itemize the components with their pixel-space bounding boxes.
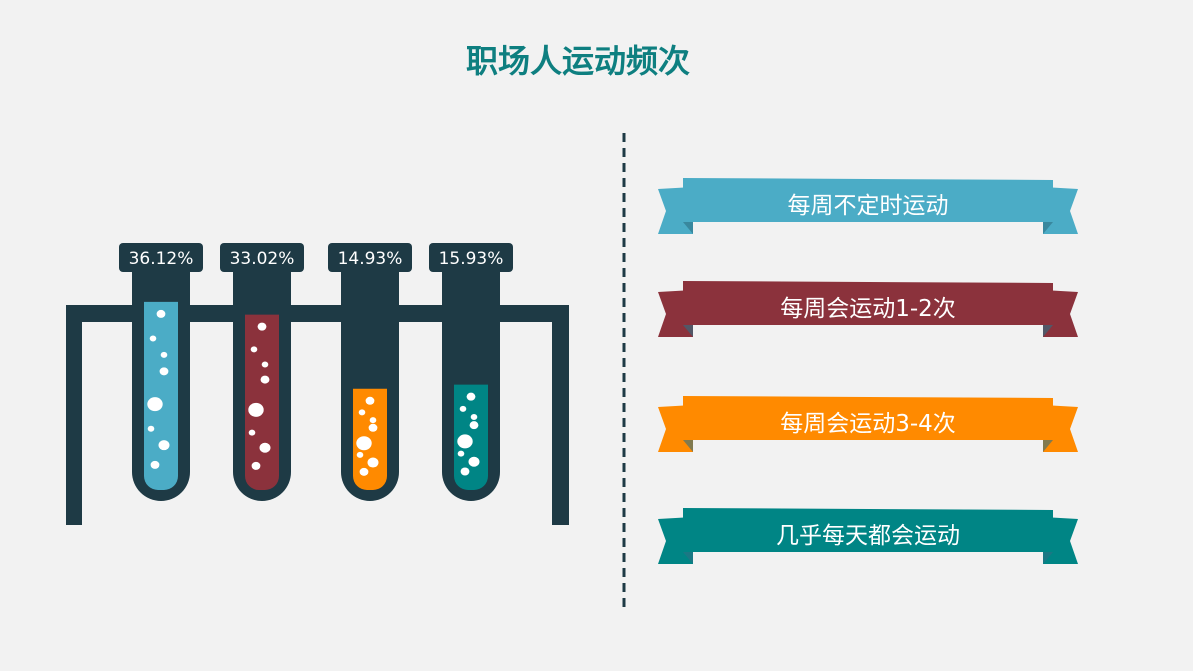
liquid-bar [144,301,178,490]
bubble [457,450,465,457]
bubble [466,392,476,401]
bubble [149,335,157,342]
liquid-bar [245,314,279,490]
bubble [147,397,163,412]
bubble [260,375,270,384]
test-tube: 15.93% [429,243,513,501]
legend-ribbon: 每周会运动3-4次 [658,396,1078,452]
bubble [468,456,480,467]
test-tube: 36.12% [119,243,203,501]
bubble [358,409,366,416]
rack-leg-right [552,305,569,525]
bubble [261,361,269,368]
legend-ribbon: 每周会运动1-2次 [658,281,1078,337]
bubble [459,405,467,412]
legend-label: 每周会运动1-2次 [780,296,956,322]
legend-ribbon: 几乎每天都会运动 [658,508,1078,564]
ribbon-shape [658,178,1078,234]
bubble [469,421,479,430]
tube-cap [119,243,203,272]
bubble [248,429,256,436]
test-tube: 14.93% [328,243,412,501]
bubble [160,351,168,358]
ribbon-shape [658,281,1078,337]
tube-cap [220,243,304,272]
bubble [368,423,378,432]
bubble [251,461,261,470]
tube-cap [328,243,412,272]
rack-leg-left [66,305,82,525]
bubble [257,322,267,331]
bubble [248,402,264,417]
bubble [356,451,364,458]
bubble [359,467,369,476]
chart-title: 职场人运动频次 [465,42,690,80]
bubble [457,434,473,449]
bubble [369,417,377,424]
legend-label: 每周不定时运动 [787,193,949,219]
legend-label: 每周会运动3-4次 [780,411,956,437]
legend-label: 几乎每天都会运动 [776,523,960,549]
bubble [460,467,470,476]
bubble [250,346,258,353]
bubble [159,367,169,376]
ribbon-shape [658,396,1078,452]
value-label: 14.93% [338,249,403,269]
bubble [259,442,271,453]
value-label: 15.93% [439,249,504,269]
bubble [367,457,379,468]
value-label: 33.02% [230,249,295,269]
bubble [356,436,372,451]
value-label: 36.12% [129,249,194,269]
test-tube: 33.02% [220,243,304,501]
bubble [365,396,375,405]
ribbon-shape [658,508,1078,564]
bubble [158,440,170,451]
bubble [156,309,166,318]
tube-cap [429,243,513,272]
bubble [147,425,155,432]
bubble [150,460,160,469]
legend-ribbon: 每周不定时运动 [658,178,1078,234]
bubble [470,414,478,421]
